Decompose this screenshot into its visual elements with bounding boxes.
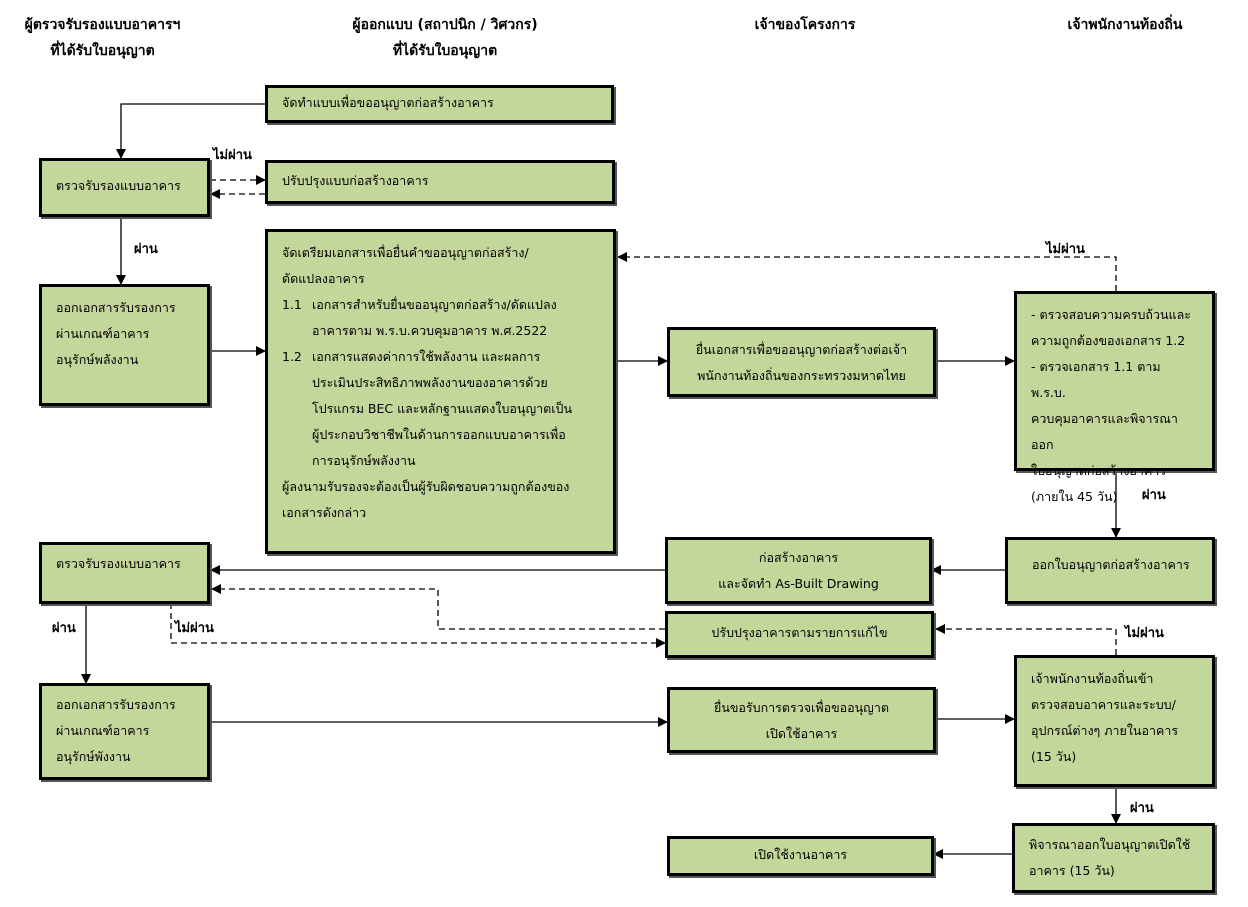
box-request-inspect: ยื่นขอรับการตรวจเพื่อขออนุญาต เปิดใช้อาค… <box>667 687 936 753</box>
box-officer-check: - ตรวจสอบความครบถ้วนและ ความถูกต้องของเอ… <box>1014 291 1215 504</box>
box-officer-inspect: เจ้าพนักงานท้องถิ่นเข้า ตรวจสอบอาคารและร… <box>1014 655 1215 787</box>
doc-item-1-1: 1.1 เอกสารสำหรับยื่นขออนุญาตก่อสร้าง/ดัด… <box>282 297 557 338</box>
box-consider-open: พิจารณาออกใบอนุญาตเปิดใช้ อาคาร (15 วัน) <box>1012 823 1215 893</box>
label-pass-3: ผ่าน <box>52 621 76 636</box>
box-check-design-1: ตรวจรับรองแบบอาคาร <box>39 158 210 217</box>
box-revise-design: ปรับปรุงแบบก่อสร้างอาคาร <box>265 160 615 204</box>
box-prepare-docs: จัดเตรียมเอกสารเพื่อยื่นคำขออนุญาตก่อสร้… <box>265 229 616 554</box>
label-fail-1: ไม่ผ่าน <box>213 148 252 163</box>
box-check-design-2: ตรวจรับรองแบบอาคาร <box>39 542 210 604</box>
box-construct: ก่อสร้างอาคาร และจัดทำ As-Built Drawing <box>665 537 932 604</box>
box-issue-cert-1: ออกเอกสารรับรองการ ผ่านเกณฑ์อาคาร อนุรัก… <box>39 284 210 406</box>
box-open-building: เปิดใช้งานอาคาร <box>667 836 934 876</box>
label-fail-4: ไม่ผ่าน <box>1125 626 1164 641</box>
box-issue-cert-2: ออกเอกสารรับรองการ ผ่านเกณฑ์อาคาร อนุรัก… <box>39 683 210 780</box>
header-certifier: ผู้ตรวจรับรองแบบอาคารฯ ที่ได้รับใบอนุญาต <box>24 17 181 59</box>
box-issue-permit: ออกใบอนุญาตก่อสร้างอาคาร <box>1005 537 1215 604</box>
doc-item-1-2: 1.2 เอกสารแสดงค่าการใช้พลังงาน และผลการ … <box>282 349 572 468</box>
label-fail-2: ไม่ผ่าน <box>1046 242 1085 257</box>
header-owner: เจ้าของโครงการ <box>754 17 856 33</box>
label-fail-3: ไม่ผ่าน <box>175 621 214 636</box>
header-designer: ผู้ออกแบบ (สถาปนิก / วิศวกร) ที่ได้รับใบ… <box>352 17 538 59</box>
label-pass-4: ผ่าน <box>1130 801 1154 816</box>
box-submit-permit: ยื่นเอกสารเพื่อขออนุญาตก่อสร้างต่อเจ้า พ… <box>667 327 936 397</box>
header-local-officer: เจ้าพนักงานท้องถิ่น <box>1067 17 1183 33</box>
box-prepare-design: จัดทำแบบเพื่อขออนุญาตก่อสร้างอาคาร <box>265 85 614 123</box>
box-fix-building: ปรับปรุงอาคารตามรายการแก้ไข <box>665 611 934 658</box>
label-pass-2: ผ่าน <box>1142 488 1166 503</box>
label-pass-1: ผ่าน <box>134 242 158 257</box>
